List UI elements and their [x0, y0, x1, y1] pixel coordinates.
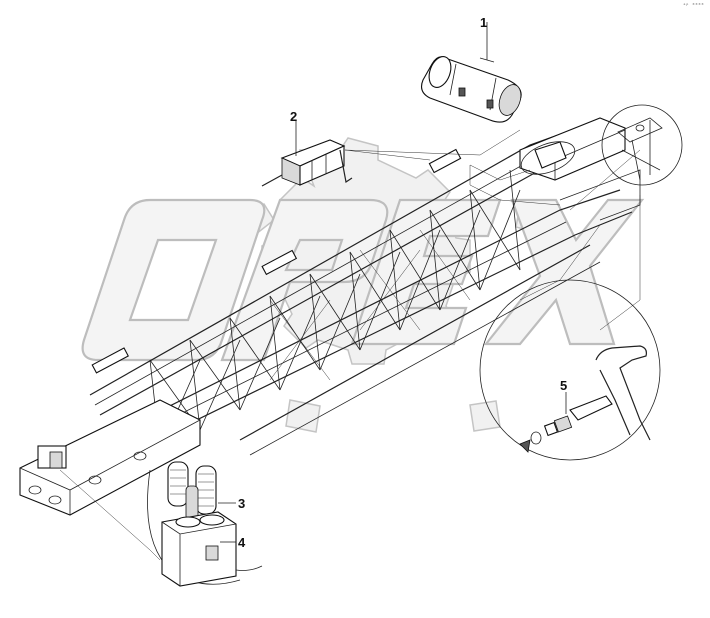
- watermark-letter-e: [350, 198, 502, 346]
- watermark-letter-o: [81, 198, 266, 362]
- tank-location-highlight: [520, 141, 576, 175]
- detail-circle-parts-3-4: [147, 461, 263, 587]
- rail-brackets: [37, 148, 462, 469]
- leader-lines: [59, 129, 641, 561]
- detail-circle-fitting: [601, 104, 683, 186]
- part-5-coupling: [519, 395, 613, 453]
- corner-mark: ᵃᵖ ⁰⁰⁰⁰: [682, 3, 704, 9]
- watermark-letter-x: [483, 198, 645, 346]
- rear-crossmember: [19, 399, 201, 516]
- watermark-logo: [81, 137, 645, 433]
- callout-5: 5: [560, 378, 567, 393]
- part-1-cylinder-tank: [421, 22, 522, 123]
- callout-3: 3: [238, 496, 245, 511]
- callout-4: 4: [238, 535, 246, 550]
- callout-2: 2: [290, 109, 297, 124]
- part-2-mounted-bracket: [261, 120, 353, 187]
- detail-circle-part-5: [479, 279, 661, 461]
- callout-1: 1: [480, 15, 487, 30]
- part-4-reservoir-unit: [161, 511, 263, 587]
- frame-assembly: [19, 117, 641, 516]
- part-3-hoses: [167, 461, 217, 521]
